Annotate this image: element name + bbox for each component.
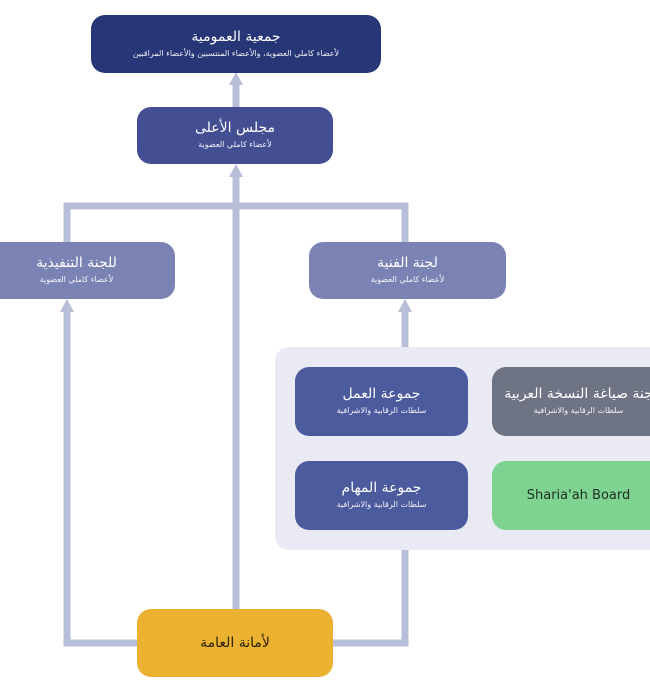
executive-committee-node[interactable]: للجنة التنفيذية لأعضاء كاملي العضوية <box>0 242 175 299</box>
council-subtitle: لأعضاء كاملي العضوية <box>198 140 272 150</box>
executive-committee-title: للجنة التنفيذية <box>36 255 117 272</box>
drafting-committee-node[interactable]: جنة صياغة النسخة العربية سلطات الرقابية … <box>492 367 650 436</box>
arrowhead-to-tech <box>398 299 412 312</box>
working-groups-node[interactable]: جموعة العمل سلطات الرقابية والاشرافية <box>295 367 468 436</box>
arrowhead-to-council <box>229 164 243 177</box>
council-node[interactable]: مجلس الأعلى لأعضاء كاملي العضوية <box>137 107 333 164</box>
secretariat-title: لأمانة العامة <box>200 634 270 651</box>
general-assembly-title: جمعية العمومية <box>191 28 281 45</box>
general-assembly-node[interactable]: جمعية العمومية لأعضاء كاملي العضوية، وال… <box>91 15 381 73</box>
technical-committee-title: لجنة الفنية <box>377 255 438 272</box>
technical-committee-subtitle: لأعضاء كاملي العضوية <box>370 275 445 285</box>
general-assembly-subtitle: لأعضاء كاملي العضوية، والأعضاء المنتسبين… <box>132 48 340 58</box>
arrowhead-to-general <box>229 72 243 85</box>
working-groups-title: جموعة العمل <box>342 386 421 403</box>
connector-secretariat-to-exec <box>63 311 137 647</box>
connector-secretariat-to-panel <box>333 550 409 647</box>
connector-committees-bracket <box>63 202 409 242</box>
technical-committee-node[interactable]: لجنة الفنية لأعضاء كاملي العضوية <box>309 242 506 299</box>
council-title: مجلس الأعلى <box>195 120 276 137</box>
task-forces-subtitle: سلطات الرقابية والاشرافية <box>336 500 427 510</box>
task-forces-node[interactable]: جموعة المهام سلطات الرقابية والاشرافية <box>295 461 468 530</box>
sharia-board-title: Sharia'ah Board <box>526 487 631 503</box>
executive-committee-subtitle: لأعضاء كاملي العضوية <box>39 275 114 285</box>
arrowhead-to-exec <box>60 299 74 312</box>
secretariat-node[interactable]: لأمانة العامة <box>137 609 333 677</box>
task-forces-title: جموعة المهام <box>341 480 422 497</box>
sharia-board-node[interactable]: Sharia'ah Board <box>492 461 650 530</box>
working-groups-subtitle: سلطات الرقابية والاشرافية <box>336 406 427 416</box>
drafting-committee-subtitle: سلطات الرقابية والاشرافية <box>533 406 624 416</box>
drafting-committee-title: جنة صياغة النسخة العربية <box>504 386 650 403</box>
